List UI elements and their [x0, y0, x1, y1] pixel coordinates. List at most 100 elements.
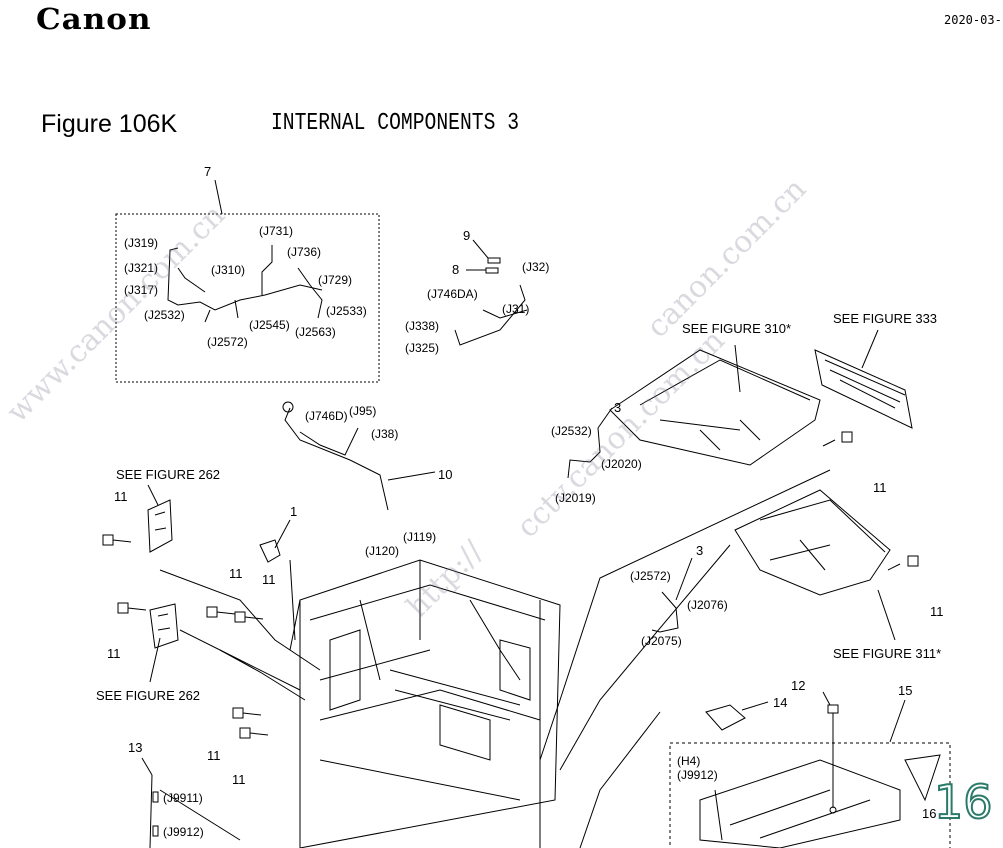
- label-j736: (J736): [287, 245, 321, 259]
- label-j31: (J31): [502, 302, 529, 316]
- lower-feed-assembly-detail: [759, 499, 886, 571]
- label-j32: (J32): [522, 260, 549, 274]
- frame-cable-d: [289, 559, 296, 641]
- ref-fig262-upper: SEE FIGURE 262: [116, 467, 220, 482]
- harness-7-branch-c: [177, 267, 206, 293]
- callout-3-upper: 3: [614, 400, 621, 415]
- label-j38: (J38): [371, 427, 398, 441]
- callout-13: 13: [128, 740, 142, 755]
- label-j119: (J119): [403, 530, 436, 544]
- connector-9: [487, 257, 501, 264]
- label-j746da: (J746DA): [427, 287, 478, 301]
- label-j2020: (J2020): [601, 457, 642, 471]
- harness-8-branch: [482, 309, 528, 319]
- screw-12: [827, 704, 839, 808]
- label-j317: (J317): [124, 283, 158, 297]
- screw-11-group: [102, 431, 919, 739]
- label-j2019: (J2019): [555, 491, 596, 505]
- callout-11-g: 11: [873, 480, 887, 495]
- harness-3-upper-cable: [567, 427, 601, 479]
- leader-10: [387, 471, 436, 481]
- callout-1: 1: [290, 504, 297, 519]
- callout-10: 10: [438, 467, 452, 482]
- figure-title: INTERNAL COMPONENTS 3: [271, 110, 520, 137]
- frame-cable-c: [219, 649, 306, 701]
- label-j310: (J310): [211, 263, 245, 277]
- frame-cable-a: [159, 569, 321, 671]
- sensor-fig262-lower: [149, 603, 179, 649]
- frame-cable-g: [579, 711, 661, 848]
- harness-8-cable: [454, 284, 526, 346]
- canon-logo: Canon: [36, 3, 152, 37]
- callout-15: 15: [898, 683, 912, 698]
- callout-11-b: 11: [107, 646, 121, 661]
- label-j319: (J319): [124, 236, 158, 250]
- harness-7-cable: [167, 247, 323, 311]
- leader-3-upper: [597, 407, 613, 429]
- label-j9911: (J9911): [163, 791, 203, 805]
- bracket-14: [705, 704, 746, 731]
- label-j2545: (J2545): [249, 318, 290, 332]
- connector-j9912: [152, 825, 159, 837]
- ref-fig311: SEE FIGURE 311*: [833, 646, 941, 661]
- label-h4: (H4): [677, 754, 700, 768]
- leader-9: [472, 239, 489, 259]
- page-number-badge: 16: [933, 775, 994, 829]
- harness-10-cable: [284, 407, 389, 511]
- connector-j9911: [152, 791, 159, 803]
- leader-13: [141, 757, 153, 776]
- leader-7: [214, 179, 223, 215]
- frame-cable-e: [539, 469, 831, 761]
- cover-333: [814, 349, 913, 429]
- leader-12: [822, 691, 831, 706]
- label-j2533: (J2533): [326, 304, 367, 318]
- label-j2075: (J2075): [641, 634, 682, 648]
- harness-10-branch: [299, 427, 359, 456]
- label-j2572-a: (J2572): [207, 335, 248, 349]
- callout-11-h: 11: [930, 604, 944, 619]
- leader-fig262-upper: [147, 484, 159, 506]
- leader-fig262-lower: [149, 637, 161, 683]
- callout-16: 16: [922, 806, 936, 821]
- callout-7: 7: [204, 164, 211, 179]
- label-j2076: (J2076): [687, 598, 728, 612]
- cover-333-detail: [824, 359, 906, 409]
- leader-fig310: [734, 344, 741, 393]
- part-1: [259, 539, 281, 563]
- callout-9: 9: [463, 228, 470, 243]
- label-j9912-b: (J9912): [163, 825, 204, 839]
- leader-14: [741, 701, 769, 711]
- label-j2532-b: (J2532): [551, 424, 592, 438]
- plate-15: [699, 759, 901, 848]
- label-j2532-a: (J2532): [144, 308, 185, 322]
- callout-14: 14: [773, 695, 787, 710]
- leader-3-lower: [675, 557, 693, 601]
- main-frame: [289, 559, 561, 848]
- label-j2572-b: (J2572): [630, 569, 671, 583]
- callout-11-f: 11: [232, 772, 246, 787]
- part-16: [904, 754, 941, 802]
- leader-fig311: [877, 589, 896, 641]
- leader-fig333: [861, 329, 879, 369]
- ground-terminal-j746d: [282, 401, 294, 413]
- harness-7-branch-b: [297, 267, 323, 319]
- harness-h4-cable: [714, 789, 723, 841]
- document-date: 2020-03-: [944, 13, 1002, 27]
- callout-3-lower: 3: [696, 543, 703, 558]
- harness-7-branch-d: [204, 299, 239, 323]
- ref-fig333: SEE FIGURE 333: [833, 311, 937, 326]
- callout-11-c: 11: [229, 566, 243, 581]
- label-j746d: (J746D): [305, 409, 348, 423]
- label-j120: (J120): [365, 544, 399, 558]
- ref-fig310: SEE FIGURE 310*: [682, 321, 791, 336]
- upper-feed-assembly: [609, 349, 821, 466]
- callout-11-e: 11: [207, 748, 221, 763]
- plate-15-detail: [729, 789, 871, 839]
- harness-group-7-box: [115, 213, 380, 383]
- callout-8: 8: [452, 262, 459, 277]
- callout-11-a: 11: [114, 489, 128, 504]
- harness-group-15-box: [669, 742, 951, 848]
- upper-feed-assembly-detail: [639, 359, 811, 451]
- frame-cable-h: [159, 789, 241, 841]
